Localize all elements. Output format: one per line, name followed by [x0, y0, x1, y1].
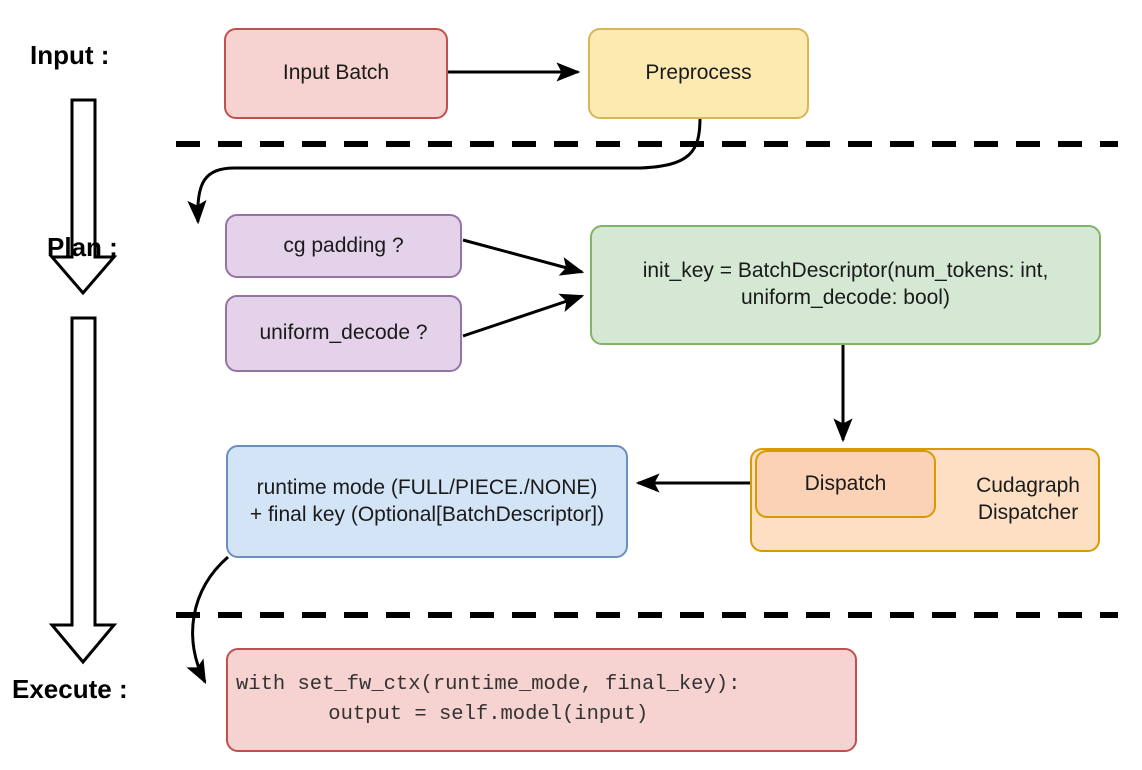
node-dispatch-label: Dispatch — [804, 471, 887, 495]
edge-runtime-mode-to-execute-code — [186, 555, 229, 685]
edge-uniform-decode-to-init-key — [462, 293, 585, 338]
input-to-plan-arrow — [48, 98, 118, 296]
plan-to-execute-arrow — [48, 316, 118, 665]
edge-preprocess-to-cg-padding — [187, 117, 702, 225]
node-cudagraph-dispatcher-label: Cudagraph Dispatcher — [976, 474, 1080, 524]
node-uniform-decode[interactable]: uniform_decode ? — [225, 295, 462, 372]
stage-label-plan: Plan : — [47, 232, 118, 262]
node-cg-padding[interactable]: cg padding ? — [225, 214, 462, 278]
node-runtime-mode-label: runtime mode (FULL/PIECE./NONE) + final … — [249, 475, 605, 526]
node-execute-code-label: with set_fw_ctx(runtime_mode, final_key)… — [236, 673, 741, 726]
node-preprocess[interactable]: Preprocess — [588, 28, 809, 119]
node-preprocess-label: Preprocess — [645, 61, 752, 85]
node-init-key[interactable]: init_key = BatchDescriptor(num_tokens: i… — [590, 225, 1101, 345]
node-input-batch-label: Input Batch — [282, 61, 390, 85]
node-cg-padding-label: cg padding ? — [283, 233, 404, 257]
node-input-batch[interactable]: Input Batch — [224, 28, 448, 119]
stage-label-input: Input : — [30, 40, 110, 70]
stage-label-execute: Execute : — [12, 674, 128, 704]
node-runtime-mode[interactable]: runtime mode (FULL/PIECE./NONE) + final … — [226, 445, 628, 558]
node-init-key-label: init_key = BatchDescriptor(num_tokens: i… — [642, 259, 1049, 309]
node-execute-code[interactable]: with set_fw_ctx(runtime_mode, final_key)… — [226, 648, 857, 752]
node-uniform-decode-label: uniform_decode ? — [259, 321, 428, 345]
node-dispatch[interactable]: Dispatch — [755, 450, 936, 518]
edge-cg-padding-to-init-key — [462, 238, 585, 276]
